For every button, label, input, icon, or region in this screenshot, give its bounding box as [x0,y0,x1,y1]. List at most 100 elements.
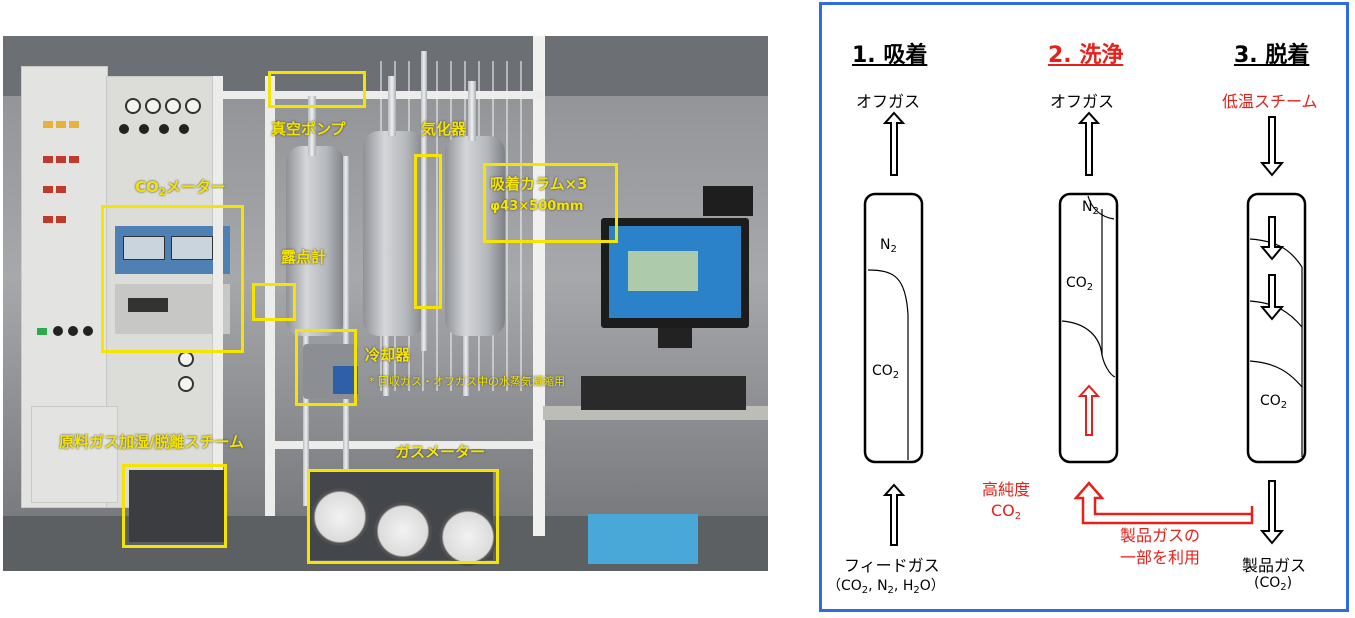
step2-zone-mid: CO2 [1066,275,1093,293]
arrow-down-product [1259,480,1285,545]
cooler-box [295,329,357,406]
co2-meter-label: CO2メーター [135,176,226,198]
valve-knob [179,124,189,134]
indicator-lamp [69,156,79,163]
diagram-graphics [863,111,1307,546]
pipe [383,336,389,396]
detail-part: , H [893,578,914,594]
co2-meter-label-sub: 2 [158,187,166,198]
pipe [463,336,469,396]
gas-meter-label: ガスメーター [395,443,486,461]
indicator-lamp [56,156,66,163]
pressure-gauge-icon [165,98,181,114]
recycle-label-line2: 一部を利用 [1120,548,1201,567]
step2-zone-top-sub: 2 [1092,206,1099,217]
step1-top-label: オフガス [856,92,921,111]
step2-zone-mid-main: CO [1066,275,1087,291]
vacuum-pump-box [268,71,366,108]
switch-knob [83,326,93,336]
pc-unit [581,376,746,410]
step2-zone-mid-sub: 2 [1086,282,1094,293]
high-purity-line1: 高純度 [982,480,1031,499]
step3-bottom-label: 製品ガス [1242,556,1307,575]
arrow-up-offgas-2 [1077,111,1101,176]
monitor-stand [658,328,692,348]
dew-point-meter-label: 露点計 [281,248,327,266]
detail-sub: 2 [913,585,920,596]
detail-part: （CO [827,578,862,594]
arrow-up-feed [882,483,906,546]
step3-top-label: 低温スチーム [1222,92,1318,111]
indicator-lamp [56,216,66,223]
step1-zone-top-sub: 2 [890,244,897,255]
step1-title: 1. 吸着 [852,43,928,68]
step1-zone-bottom-sub: 2 [892,370,900,381]
monitor-screen-panel [628,251,698,291]
pressure-gauge-icon [178,351,194,367]
indicator-lamp [56,121,66,128]
lower-panel [31,406,118,503]
desorption-front-3 [1249,360,1303,388]
high-purity-co2-sub: 2 [1014,511,1022,522]
detail-part: (CO [1254,575,1281,591]
co2-meter-label-rest: メーター [165,178,226,196]
high-purity-line2: CO2 [982,500,1030,527]
vaporizer-label: 気化器 [421,120,467,138]
high-purity-co2-main: CO [990,501,1015,520]
step1-bottom-detail: （CO2, N2, H2O） [827,575,945,596]
column-rinse [1058,192,1119,464]
arrow-down-inside-1 [1259,216,1285,261]
arrow-down-steam [1259,116,1285,177]
column-desorption [1246,192,1307,464]
pressure-gauge-icon [178,376,194,392]
detail-sub: 2 [1280,582,1287,593]
step3-bottom-detail: (CO2) [1254,575,1292,593]
gas-meter-dial [311,488,369,546]
detail-part: , N [868,578,888,594]
recycle-label: 製品ガスの 一部を利用 [1120,525,1200,569]
step2-zone-top-main: N [1082,199,1093,215]
indicator-lamp [69,121,79,128]
gas-meter-dial [439,508,497,566]
pipe [308,96,316,156]
step1-zone-top: N2 [880,237,897,255]
co2-meter-display [171,236,213,260]
rinse-front-line-top [1087,195,1115,220]
detail-sub: 2 [887,585,894,596]
arrow-down-inside-2 [1259,274,1285,321]
arrow-up-offgas-1 [882,111,906,176]
column-adsorption [863,192,924,464]
adsorption-front-line [867,269,909,460]
feed-humidify-label: 原料ガス加湿/脱離スチーム [59,433,245,451]
printer [703,186,753,216]
step2-title: 2. 洗浄 [1048,43,1124,68]
adsorption-column [445,136,505,336]
valve-knob [159,124,169,134]
step1-zone-bottom-main: CO [872,363,893,379]
detail-part: ) [1286,575,1293,591]
co2-meter-display [123,236,165,260]
feed-humidify-box [122,464,227,548]
humidifier-unit [129,470,224,542]
frame-post [265,76,275,516]
step2-zone-top: N2 [1082,199,1099,217]
step1-zone-top-main: N [880,237,891,253]
indicator-lamp [56,186,66,193]
rinse-front-line-bottom [1061,320,1116,378]
detail-sub: 2 [861,585,869,596]
pipe [303,336,309,506]
pipe [468,81,476,141]
step1-bottom-label: フィードガス [844,556,940,575]
indicator-lamp [43,186,53,193]
co2-meter-label-main: CO [135,178,159,196]
equipment-photo: 真空ポンプ 気化器 CO2メーター 吸着カラム×3 φ43×500mm 露点計 … [3,36,768,571]
process-diagram: 1. 吸着 2. 洗浄 3. 脱着 オフガス オフガス 低温スチーム N2 CO… [819,2,1349,612]
cooler-note-label: * 回収ガス・オフガス中の水蒸気凝縮用 [369,375,565,388]
step3-title: 3. 脱着 [1234,43,1310,68]
cooler-motor [333,366,358,394]
dew-point-meter-box [252,283,296,321]
switch-knob [68,326,78,336]
gas-meter-box [307,469,499,564]
adsorption-column-label: 吸着カラム×3 [490,175,588,193]
indicator-lamp [43,216,53,223]
